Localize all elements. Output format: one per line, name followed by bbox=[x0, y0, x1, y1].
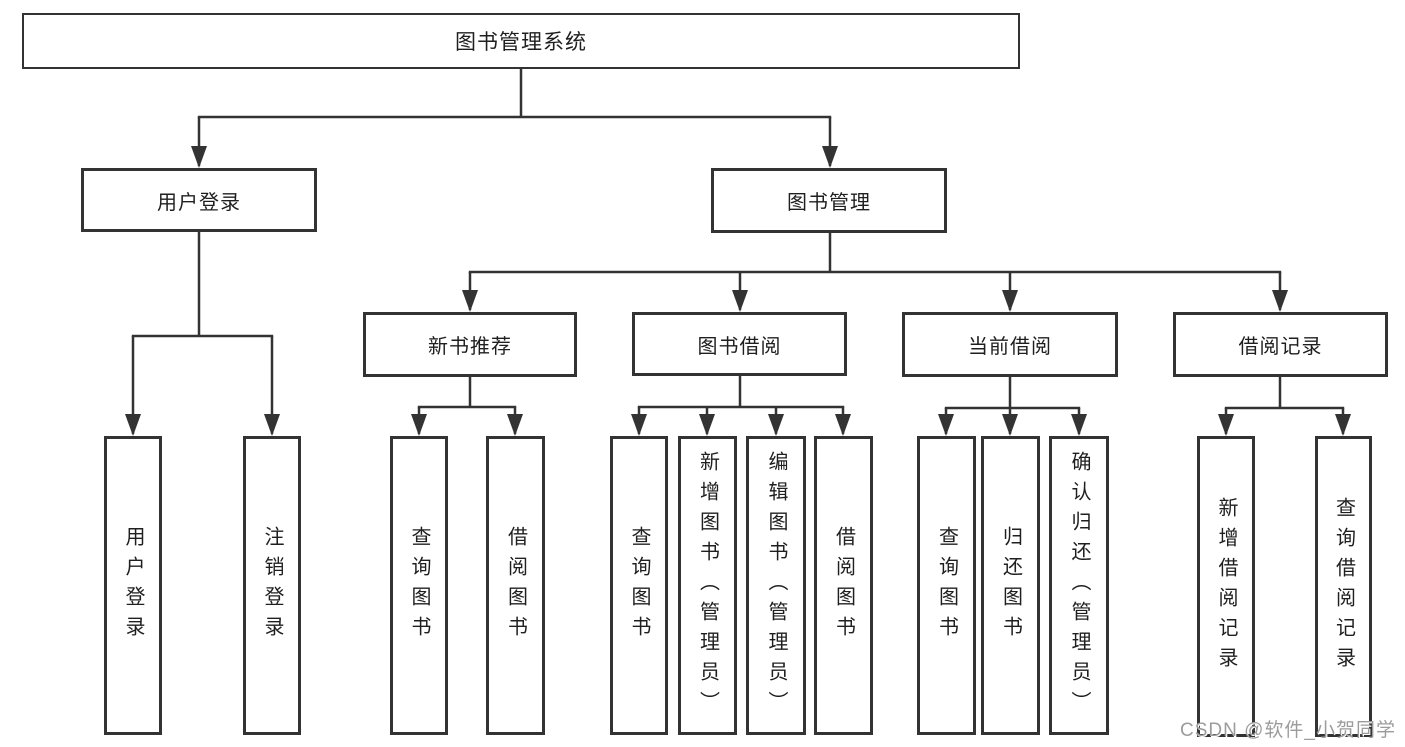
connector-borrow-records-children bbox=[1218, 377, 1351, 436]
leaf-user-login: 用户登录 bbox=[104, 436, 162, 735]
leaf-confirm-return-admin: 确认归还（管理员） bbox=[1049, 436, 1109, 735]
watermark: CSDN @软件_小贺同学 bbox=[1180, 720, 1396, 741]
node-library-management-system: 图书管理系统 bbox=[22, 13, 1020, 69]
leaf-query-borrow-record: 查询借阅记录 bbox=[1315, 436, 1372, 737]
leaf-query-books-recommend: 查询图书 bbox=[390, 436, 448, 735]
leaf-edit-books-admin: 编辑图书（管理员） bbox=[746, 436, 806, 735]
connector-book-borrow-children bbox=[631, 376, 851, 436]
connector-new-book-children bbox=[411, 377, 523, 436]
connector-current-borrow-children bbox=[938, 377, 1087, 436]
leaf-query-books-current: 查询图书 bbox=[917, 436, 976, 735]
leaf-query-books-borrow: 查询图书 bbox=[610, 436, 668, 735]
connector-root-to-level2 bbox=[191, 69, 838, 168]
node-current-borrowing: 当前借阅 bbox=[902, 312, 1118, 377]
node-book-borrowing: 图书借阅 bbox=[632, 312, 847, 376]
leaf-borrow-books: 借阅图书 bbox=[814, 436, 873, 735]
connector-user-login-children bbox=[125, 232, 280, 436]
node-new-book-recommendation: 新书推荐 bbox=[363, 312, 577, 377]
node-book-management: 图书管理 bbox=[711, 168, 947, 233]
node-user-login: 用户登录 bbox=[81, 168, 317, 232]
leaf-return-books: 归还图书 bbox=[981, 436, 1040, 735]
leaf-borrow-books-recommend: 借阅图书 bbox=[486, 436, 545, 735]
leaf-add-books-admin: 新增图书（管理员） bbox=[678, 436, 737, 735]
leaf-add-borrow-record: 新增借阅记录 bbox=[1197, 436, 1255, 737]
connector-book-management-children bbox=[462, 233, 1288, 312]
leaf-logout: 注销登录 bbox=[243, 436, 301, 735]
node-borrowing-records: 借阅记录 bbox=[1173, 312, 1388, 377]
